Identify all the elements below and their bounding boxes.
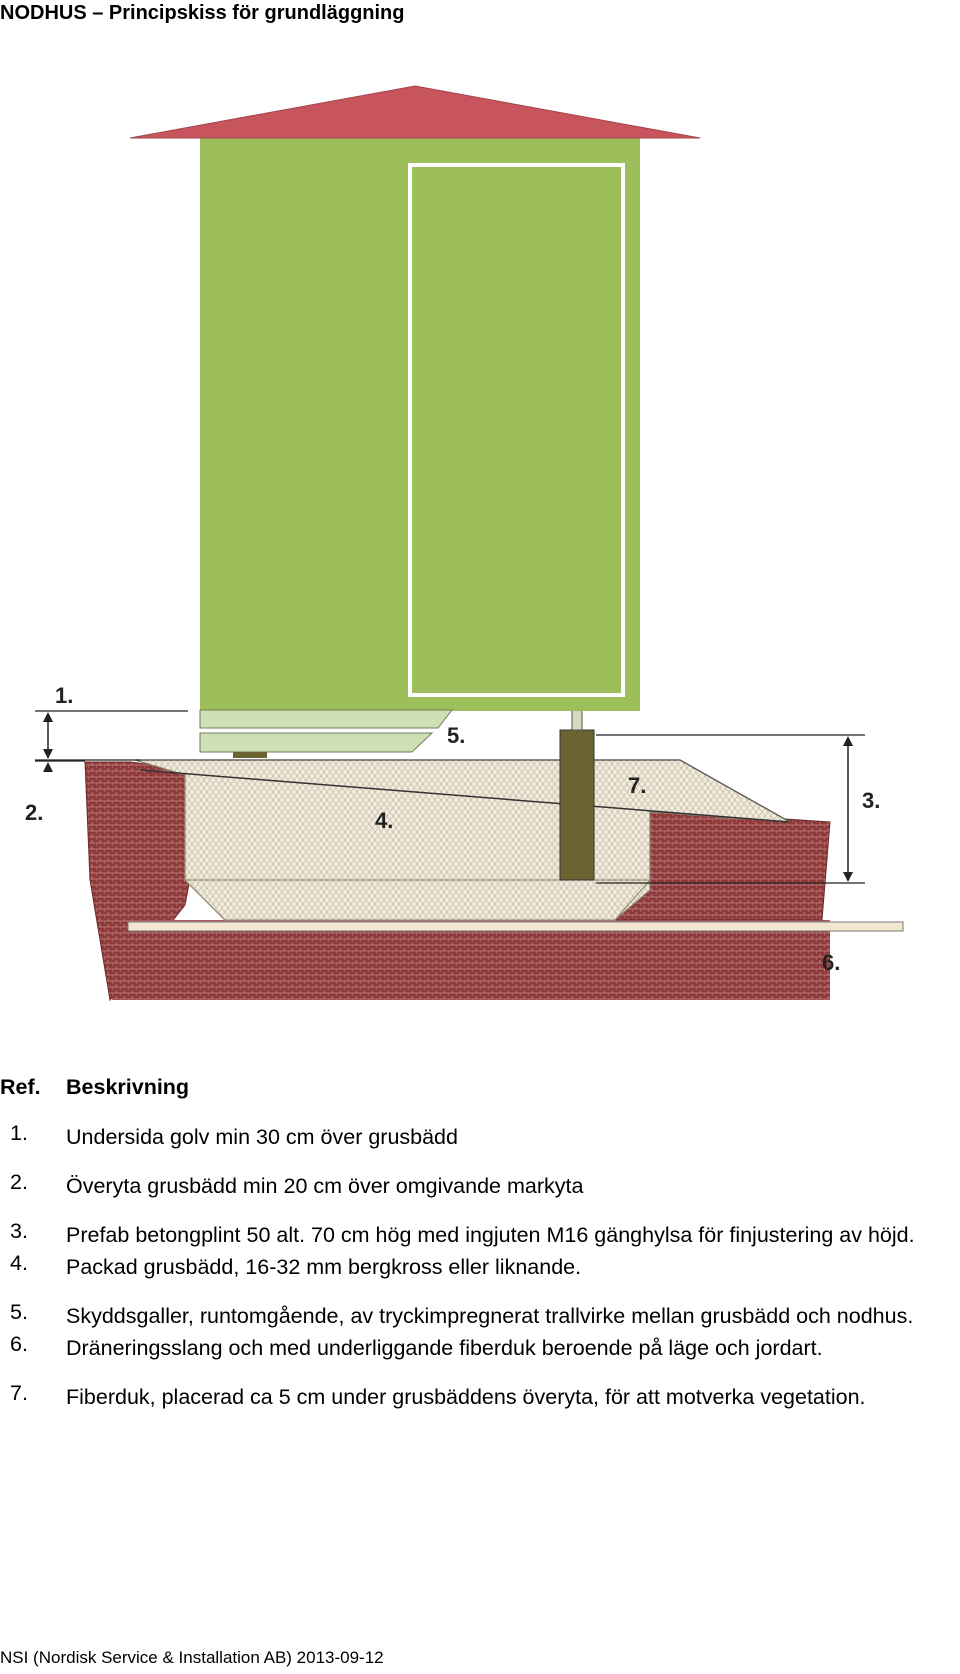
soil-bottom [100, 920, 830, 1000]
legend-item: 1. Undersida golv min 30 cm över grusbäd… [0, 1121, 960, 1153]
concrete-post [559, 729, 595, 881]
legend-item: 3. Prefab betongplint 50 alt. 70 cm hög … [0, 1219, 960, 1251]
legend-item-text: Skyddsgaller, runtomgående, av tryckimpr… [66, 1304, 914, 1328]
legend-header-ref: Ref. [0, 1075, 41, 1099]
legend-header: Ref. Beskrivning [0, 1075, 960, 1099]
door [408, 163, 625, 697]
house-wall [200, 133, 640, 711]
legend-item: 4. Packad grusbädd, 16-32 mm bergkross e… [0, 1251, 960, 1283]
label-3: 3. [862, 788, 880, 813]
roof [129, 85, 701, 139]
fence-board-1 [199, 709, 454, 729]
legend-item-num: 2. [10, 1170, 28, 1194]
legend-item-num: 5. [10, 1300, 28, 1324]
page-title: NODHUS – Principskiss för grundläggning [0, 2, 405, 24]
legend-item-num: 1. [10, 1121, 28, 1145]
label-5: 5. [447, 723, 465, 748]
foundation-diagram: 1. 2. 3. 4. 5. 6. 7. [25, 85, 904, 1002]
label-6: 6. [822, 950, 840, 975]
footer-text: NSI (Nordisk Service & Installation AB) … [0, 1648, 384, 1667]
label-4: 4. [375, 808, 393, 833]
legend-item-text: Överyta grusbädd min 20 cm över omgivand… [66, 1174, 584, 1198]
legend-item-text: Packad grusbädd, 16-32 mm bergkross elle… [66, 1255, 582, 1279]
legend-item-num: 4. [10, 1251, 28, 1275]
fiber-cloth-line [139, 769, 791, 823]
label-2: 2. [25, 800, 43, 825]
fence-board-2 [199, 732, 434, 753]
legend-item-num: 3. [10, 1219, 28, 1243]
fence-support [233, 752, 267, 758]
legend-item-num: 6. [10, 1332, 28, 1356]
legend-item-text: Fiberduk, placerad ca 5 cm under grusbäd… [66, 1385, 866, 1409]
legend-item-text: Undersida golv min 30 cm över grusbädd [66, 1125, 458, 1149]
legend-item-num: 7. [10, 1381, 28, 1405]
label-7: 7. [628, 773, 646, 798]
legend-table: Ref. Beskrivning 1. Undersida golv min 3… [0, 1075, 960, 1413]
legend-item: 7. Fiberduk, placerad ca 5 cm under grus… [0, 1381, 960, 1413]
gravel-lower [183, 879, 652, 921]
post-sleeve [571, 707, 583, 731]
gravel-edge [135, 759, 791, 823]
label-1: 1. [55, 683, 73, 708]
legend-item: 2. Överyta grusbädd min 20 cm över omgiv… [0, 1170, 960, 1202]
legend-item: 6. Dräneringsslang och med underliggande… [0, 1332, 960, 1364]
legend-item-text: Dräneringsslang och med underliggande fi… [66, 1336, 823, 1360]
legend-header-desc: Beskrivning [66, 1075, 190, 1099]
legend-item: 5. Skyddsgaller, runtomgående, av trycki… [0, 1300, 960, 1332]
drainage-pipe [127, 921, 904, 932]
legend-item-text: Prefab betongplint 50 alt. 70 cm hög med… [66, 1223, 915, 1247]
